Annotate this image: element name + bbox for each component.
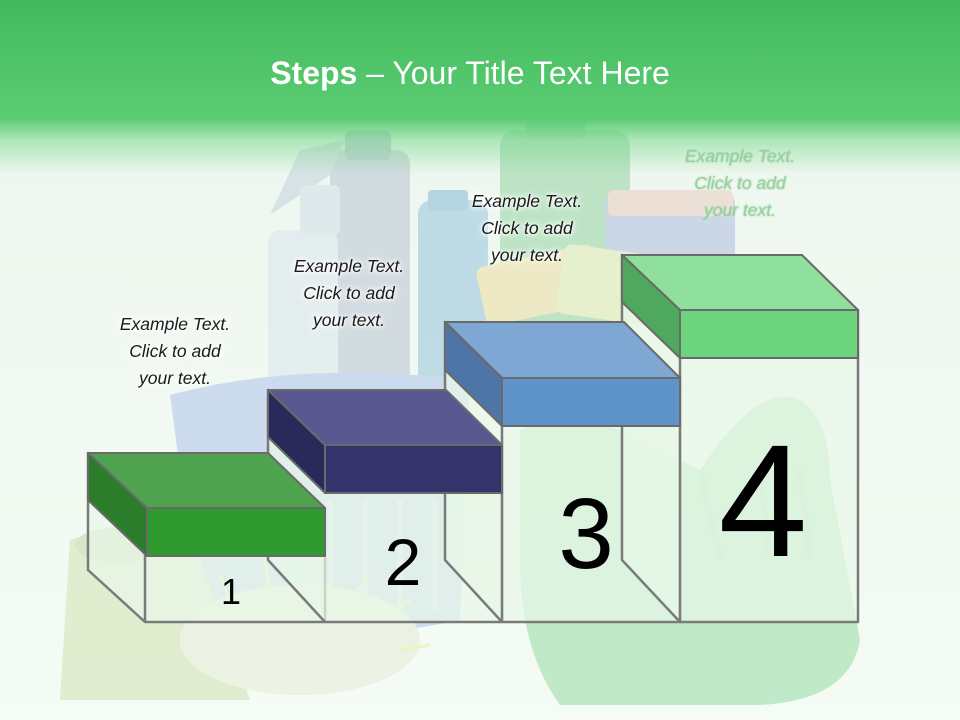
step-4-block[interactable] xyxy=(621,254,859,359)
caption-line: your text. xyxy=(139,368,211,388)
caption-line: your text. xyxy=(704,200,776,220)
step-2-caption[interactable]: Example Text. Click to add your text. xyxy=(259,253,439,334)
slide-title[interactable]: Steps – Your Title Text Here xyxy=(0,55,940,92)
caption-line: Example Text. xyxy=(293,256,405,276)
caption-line: Example Text. xyxy=(684,146,796,166)
caption-line: Click to add xyxy=(129,341,221,361)
title-rest: – Your Title Text Here xyxy=(357,55,670,91)
header-band xyxy=(0,0,960,175)
caption-line: your text. xyxy=(491,245,563,265)
step-1-caption[interactable]: Example Text. Click to add your text. xyxy=(85,311,265,392)
caption-line: Click to add xyxy=(481,218,573,238)
pump-bottle-icon xyxy=(268,185,340,400)
caption-line: your text. xyxy=(313,310,385,330)
step-2-block[interactable] xyxy=(267,389,503,494)
step-4-number: 4 xyxy=(719,411,808,590)
caption-line: Click to add xyxy=(694,173,786,193)
step-2-number: 2 xyxy=(385,525,422,599)
step-3-caption[interactable]: Example Text. Click to add your text. xyxy=(437,188,617,269)
caption-line: Example Text. xyxy=(119,314,231,334)
caption-line: Example Text. xyxy=(471,191,583,211)
caption-line: Click to add xyxy=(303,283,395,303)
step-3-number: 3 xyxy=(558,478,614,590)
step-1-block[interactable] xyxy=(87,452,326,557)
step-3-block[interactable] xyxy=(444,321,681,427)
step-1-number: 1 xyxy=(221,571,241,612)
step-4-caption[interactable]: Example Text. Click to add your text. xyxy=(650,143,830,224)
title-bold: Steps xyxy=(270,55,358,91)
